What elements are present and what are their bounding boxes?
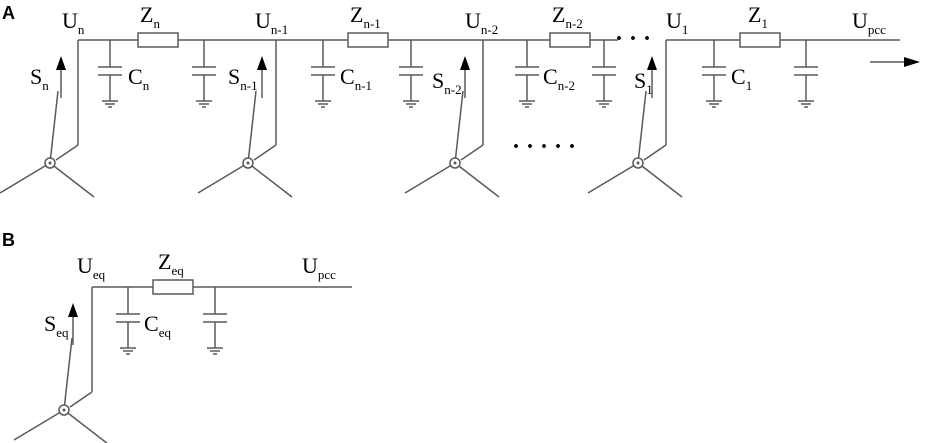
impedance-label: Z1 xyxy=(748,2,768,31)
power-arrow-icon xyxy=(256,55,268,99)
impedance-resistor xyxy=(739,32,781,48)
wind-turbine-icon xyxy=(13,337,109,443)
wind-turbine-icon xyxy=(197,90,293,198)
shunt-capacitor xyxy=(793,39,819,108)
wind-turbine-icon xyxy=(404,90,500,198)
node-label: Un-2 xyxy=(465,8,498,37)
ellipsis-dots: · · · · · xyxy=(512,134,576,160)
node-label: Un-1 xyxy=(255,8,288,37)
shunt-capacitor xyxy=(191,39,217,108)
shunt-capacitor xyxy=(115,286,141,355)
shunt-capacitor xyxy=(591,39,617,108)
shunt-capacitor xyxy=(398,39,424,108)
power-label: Sn-1 xyxy=(228,64,258,93)
impedance-resistor xyxy=(549,32,591,48)
panel-a-label: A xyxy=(2,3,15,23)
impedance-resistor xyxy=(137,32,179,48)
capacitor-label: Cn-1 xyxy=(340,64,372,93)
shunt-capacitor xyxy=(310,39,336,108)
shunt-capacitor xyxy=(97,39,123,108)
capacitor-label: C1 xyxy=(731,64,752,93)
panel-a: A xyxy=(0,2,920,198)
pcc-label: Upcc xyxy=(302,253,336,282)
shunt-capacitor xyxy=(202,286,228,355)
pcc-label: Upcc xyxy=(852,8,886,37)
capacitor-label: Cn xyxy=(128,64,150,93)
capacitor-label: Cn-2 xyxy=(543,64,575,93)
power-label: Sn xyxy=(30,64,49,93)
impedance-resistor xyxy=(152,279,194,295)
power-label: S1 xyxy=(634,68,653,97)
capacitor-label: Ceq xyxy=(144,311,171,340)
turbine-feeder xyxy=(55,40,667,161)
output-arrow-icon xyxy=(870,57,920,67)
power-label: Sn-2 xyxy=(432,68,462,97)
node-label: U1 xyxy=(666,8,688,37)
shunt-capacitor xyxy=(701,39,727,108)
power-label: Seq xyxy=(44,311,69,340)
impedance-label: Zeq xyxy=(158,249,184,278)
impedance-label: Zn xyxy=(140,2,160,31)
node-label: Ueq xyxy=(77,253,106,282)
panel-b: B Ueq Upcc Zeq Ceq Seq xyxy=(2,230,352,443)
impedance-label: Zn-1 xyxy=(350,2,381,31)
wind-turbine-icon xyxy=(0,90,95,198)
power-arrow-icon xyxy=(67,302,79,346)
impedance-resistor xyxy=(347,32,389,48)
node-label: Un xyxy=(62,8,85,37)
ellipsis-dots: · · · xyxy=(615,26,651,52)
impedance-label: Zn-2 xyxy=(552,2,583,31)
panel-b-label: B xyxy=(2,230,15,250)
shunt-capacitor xyxy=(514,39,540,108)
bus-wire xyxy=(69,286,352,408)
